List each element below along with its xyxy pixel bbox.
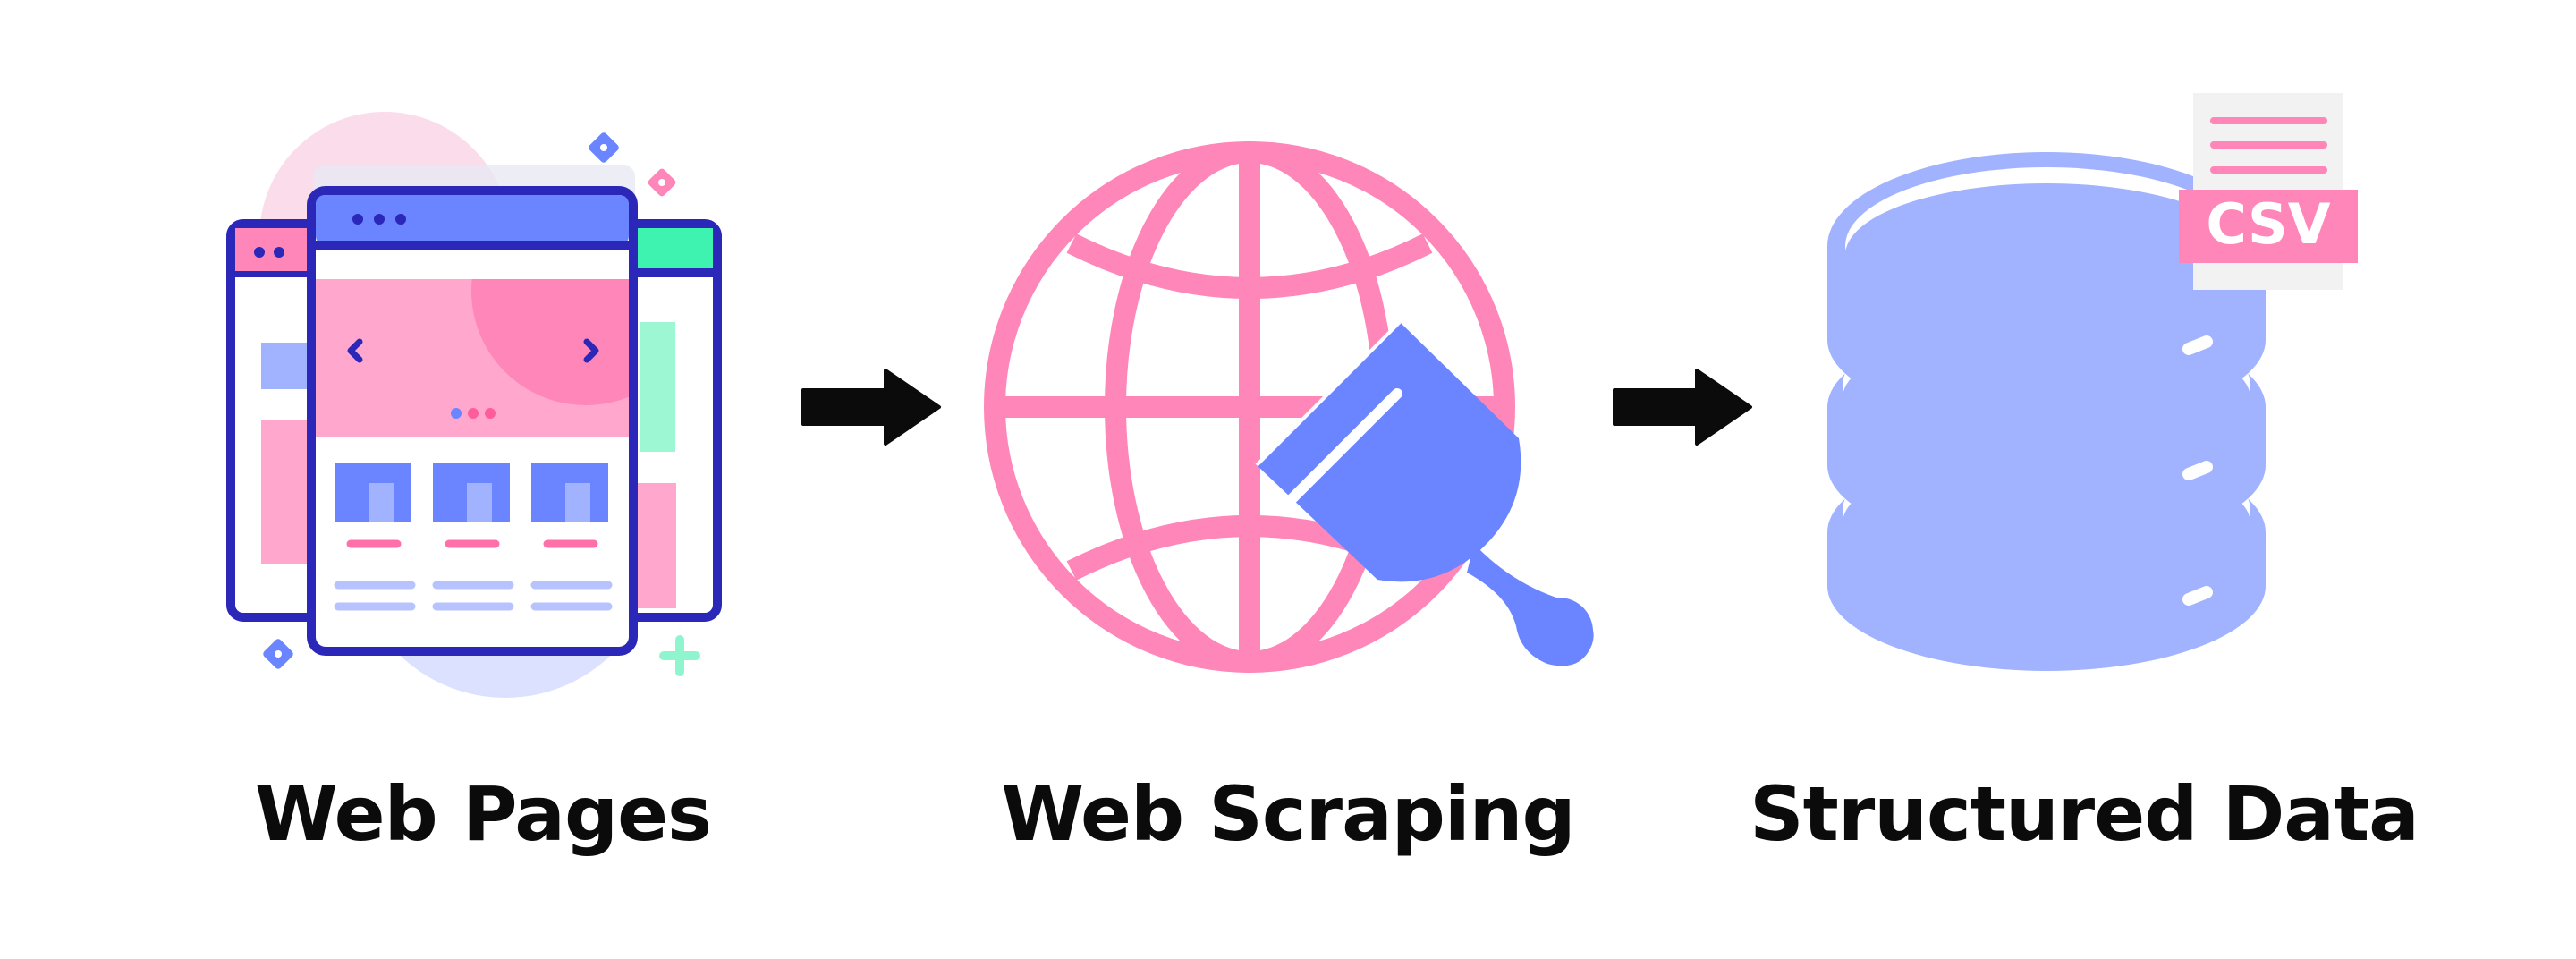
- front-window: [307, 186, 638, 656]
- csv-file-icon: CSV: [2179, 93, 2358, 290]
- database-icon: [1827, 152, 2266, 671]
- globe-scraper-icon: [984, 141, 1594, 673]
- sparkle-icon: [263, 132, 700, 676]
- step-label-structured-data: Structured Data: [1750, 770, 2419, 858]
- step-label-web-pages: Web Pages: [254, 770, 712, 858]
- database-csv-icon: CSV: [1827, 93, 2358, 671]
- scraper-icon: [1255, 320, 1594, 666]
- step-label-web-scraping: Web Scraping: [1001, 770, 1575, 858]
- csv-badge-label: CSV: [2206, 191, 2330, 257]
- web-pages-icon: [226, 112, 722, 698]
- arrow-right-icon: [1613, 369, 1752, 446]
- arrow-right-icon: [801, 369, 941, 446]
